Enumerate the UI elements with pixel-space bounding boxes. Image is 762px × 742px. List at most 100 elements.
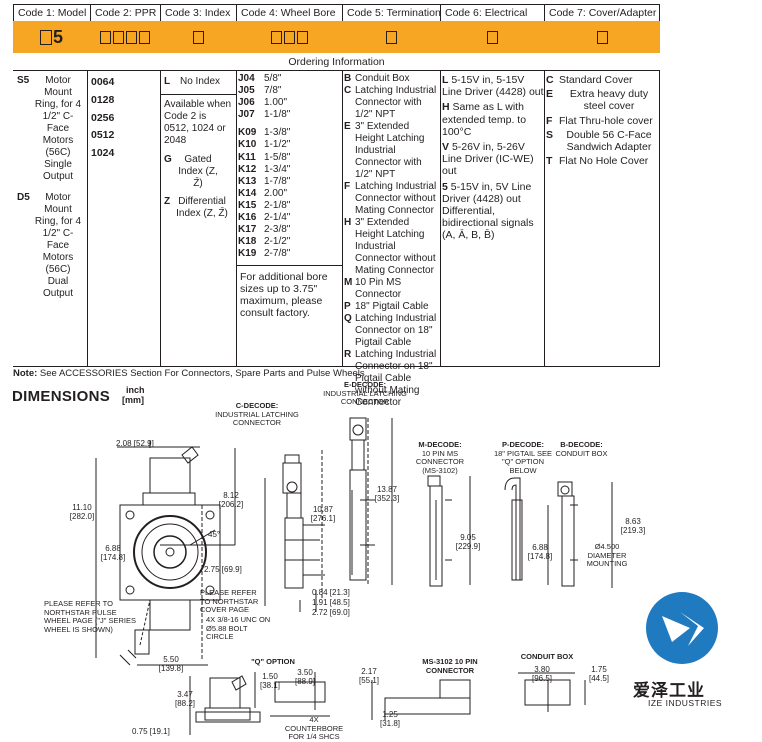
index-code: L: [164, 76, 171, 87]
termination-text: Latching Industrial Connector on 18" Pig…: [355, 313, 437, 348]
q-option-label: "Q" OPTION: [251, 657, 295, 666]
bore-size: 2-7/8": [264, 248, 291, 260]
cover-text: Flat No Hole Cover: [559, 155, 649, 168]
bore-size: 1-1/2": [264, 139, 291, 151]
dim-11-10: 11.10 [282.0]: [69, 503, 95, 521]
note-label: Note:: [13, 368, 38, 379]
index-text: Gated Index (Z, Z̄): [178, 154, 218, 189]
ordering-table: Code 1: Model Code 2: PPR Code 3: Index …: [13, 4, 660, 408]
header-electrical: Code 6: Electrical: [440, 5, 544, 21]
termination-code-box: [342, 21, 440, 53]
termination-text: 18" Pigtail Cable: [355, 301, 429, 312]
ppr-column: 0064 0128 0256 0512 1024: [87, 71, 160, 366]
bore-size: 1-7/8": [264, 175, 291, 187]
header-model: Code 1: Model: [13, 5, 90, 21]
cover-text: Double 56 C-Face Sandwich Adapter: [566, 128, 652, 154]
e-decode-title: E-DECODE:: [343, 380, 387, 389]
lower-detail-drawings: [189, 672, 586, 735]
c-decode-label: C-DECODE: INDUSTRIAL LATCHING CONNECTOR: [212, 401, 302, 428]
electrical-code: H: [442, 101, 450, 114]
dimensions-title: DIMENSIONS: [12, 388, 111, 405]
model-text: Motor Mount Ring, for 4 1/2" C-Face Moto…: [34, 75, 82, 182]
ppr-value: 0128: [91, 93, 115, 106]
index-column: L No Index Available when Code 2 is 0512…: [160, 71, 236, 366]
header-index: Code 3: Index: [160, 5, 236, 21]
logo-subtitle: IZE INDUSTRIES: [648, 698, 723, 708]
dim-8-63: 8.63 [219.3]: [620, 517, 646, 535]
bore-code: K15: [238, 199, 257, 211]
bore-note: For additional bore sizes up to 3.75" ma…: [237, 265, 342, 319]
dim-10-87: 10.87 [276.1]: [310, 505, 336, 523]
ppr-value: 0064: [91, 76, 115, 88]
b-decode-label: B-DECODE: CONDUIT BOX: [554, 440, 609, 458]
diameter-note: Ø4.500 DIAMETER MOUNTING: [586, 542, 628, 568]
electrical-text: 5-15V in, 5-15V Line Driver (4428) out: [442, 74, 544, 99]
electrical-code: 5: [442, 180, 448, 193]
units-mm: [mm]: [122, 395, 144, 405]
bore-row: K17 2-3/8": [238, 224, 342, 236]
logo-name: 爱泽工业: [633, 681, 705, 700]
dim-2-08: 2.08 [52.9]: [116, 439, 154, 448]
electrical-row: V 5-26V in, 5-26V Line Driver (IC-WE) ou…: [441, 141, 544, 178]
bore-size: 2-3/8": [264, 224, 291, 236]
e-decode-subtitle: INDUSTRIAL LATCHING CONNECTOR: [323, 388, 407, 406]
termination-code: M: [344, 277, 353, 288]
header-termination: Code 5: Termination: [342, 5, 441, 21]
electrical-code: V: [442, 141, 450, 154]
ppr-code-boxes: [90, 21, 160, 53]
dim-5-50: 5.50 [139.8]: [158, 655, 184, 673]
dim-3-50: 3.50 [88.9]: [294, 668, 315, 686]
dim-0-75: 0.75 [19.1]: [132, 727, 170, 736]
code-square: [39, 29, 52, 45]
pulse-wheel-note: PLEASE REFER TO NORTHSTAR PULSE WHEEL PA…: [44, 599, 137, 634]
index-text: No Index: [180, 76, 221, 87]
ppr-value: 0512: [91, 129, 115, 142]
bore-code: K11: [238, 151, 256, 163]
cover-text: Extra heavy duty steel cover: [569, 88, 649, 113]
termination-text: 3" Extended Height Latching Industrial C…: [355, 217, 436, 276]
dim-2-72: 2.72 [69.0]: [312, 608, 350, 617]
header-wheel-bore: Code 4: Wheel Bore: [236, 5, 342, 21]
termination-text: Latching Industrial Connector with 1/2" …: [355, 85, 437, 120]
conduit-box-label: CONDUIT BOX: [520, 652, 574, 661]
note-text: See ACCESSORIES Section For Connectors, …: [39, 368, 365, 379]
bolt-circle-note: 4X 3/8-16 UNC ON Ø5.88 BOLT CIRCLE: [206, 615, 271, 641]
side-view-drawing: [264, 417, 613, 612]
cover-code: C: [546, 74, 554, 86]
dim-2-75: 2.75 [69.9]: [204, 565, 242, 574]
c-decode-title: C-DECODE:: [235, 401, 279, 410]
counterbore-note: 4X COUNTERBORE FOR 1/4 SHCS: [284, 715, 344, 741]
index-code: G: [164, 154, 172, 165]
ppr-value: 1024: [91, 147, 115, 160]
bore-size: 2-1/2": [264, 236, 291, 248]
bore-code: K13: [238, 175, 257, 187]
termination-code: Q: [344, 313, 352, 324]
bore-size: 1.00": [264, 97, 288, 109]
bore-code: K17: [238, 224, 257, 236]
index-text: Differential Index (Z, Z̄): [176, 196, 228, 219]
bore-code: K12: [238, 163, 257, 175]
model-code-box: 5: [13, 21, 90, 53]
model-s5: S5 Motor Mount Ring, for 4 1/2" C-Face M…: [17, 75, 87, 183]
electrical-list: L 5-15V in, 5-15V Line Driver (4428) out…: [441, 71, 544, 242]
p-decode-subtitle: 18" PIGTAIL SEE "Q" OPTION BELOW: [493, 448, 553, 475]
bore-code: J05: [238, 85, 255, 97]
